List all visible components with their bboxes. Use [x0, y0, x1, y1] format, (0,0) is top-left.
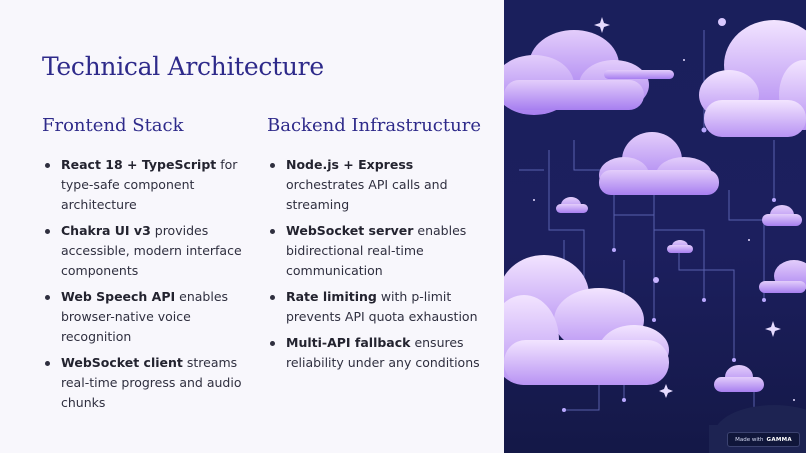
item-text: streams real-time progress and audio chu… — [61, 355, 242, 410]
cloud-bottom-left — [504, 255, 669, 385]
item-text: with p-limit prevents API quota exhausti… — [286, 289, 478, 324]
item-text: ensures reliability under any conditions — [286, 335, 480, 370]
item-text: for type-safe component architecture — [61, 157, 238, 212]
bullet-icon — [45, 229, 50, 234]
item-bold: React 18 + TypeScript — [61, 157, 217, 172]
slide-title: Technical Architecture — [42, 52, 324, 81]
badge-prefix: Made with — [735, 436, 764, 443]
frontend-heading: Frontend Stack — [42, 115, 184, 136]
bullet-icon — [45, 361, 50, 366]
item-text: orchestrates API calls and streaming — [286, 177, 448, 212]
made-with-gamma-badge[interactable]: Made with GAMMA — [727, 432, 800, 447]
cloud-circuit-illustration — [504, 0, 806, 453]
backend-column: Backend Infrastructure Node.js + Express… — [267, 114, 489, 379]
item-bold: Multi-API fallback — [286, 335, 411, 350]
list-item: WebSocket server enables bidirectional r… — [267, 221, 489, 281]
item-text: provides accessible, modern interface co… — [61, 223, 242, 278]
item-bold: Rate limiting — [286, 289, 377, 304]
list-item: React 18 + TypeScript for type-safe comp… — [42, 155, 242, 215]
list-item: Multi-API fallback ensures reliability u… — [267, 333, 489, 373]
cloud-middle — [599, 132, 719, 195]
cloud-small-left — [556, 197, 588, 213]
cloud-bottom-center — [714, 365, 764, 392]
item-text: enables bidirectional real-time communic… — [286, 223, 467, 278]
backend-heading: Backend Infrastructure — [267, 115, 481, 136]
item-bold: Web Speech API — [61, 289, 176, 304]
item-bold: Chakra UI v3 — [61, 223, 151, 238]
list-item: Chakra UI v3 provides accessible, modern… — [42, 221, 242, 281]
item-bold: WebSocket client — [61, 355, 183, 370]
list-item: Node.js + Express orchestrates API calls… — [267, 155, 489, 215]
frontend-column: Frontend Stack React 18 + TypeScript for… — [42, 114, 242, 419]
bullet-icon — [45, 163, 50, 168]
bullet-icon — [45, 295, 50, 300]
cloud-small-center — [667, 240, 693, 253]
bullet-icon — [270, 229, 275, 234]
list-item: Web Speech API enables browser-native vo… — [42, 287, 242, 347]
cloud-small-right — [762, 205, 802, 226]
bullet-icon — [270, 295, 275, 300]
bullet-icon — [270, 163, 275, 168]
list-item: Rate limiting with p-limit prevents API … — [267, 287, 489, 327]
frontend-list: React 18 + TypeScript for type-safe comp… — [42, 155, 242, 413]
item-text: enables browser-native voice recognition — [61, 289, 229, 344]
cloud-top-right — [699, 20, 806, 137]
gamma-logo: GAMMA — [766, 436, 792, 443]
item-bold: Node.js + Express — [286, 157, 414, 172]
content-panel: Technical Architecture Frontend Stack Re… — [42, 52, 489, 419]
list-item: WebSocket client streams real-time progr… — [42, 353, 242, 413]
cloud-top-left — [504, 30, 674, 115]
item-bold: WebSocket server — [286, 223, 414, 238]
backend-list: Node.js + Express orchestrates API calls… — [267, 155, 489, 373]
cloud-right-edge — [759, 260, 806, 293]
bullet-icon — [270, 341, 275, 346]
